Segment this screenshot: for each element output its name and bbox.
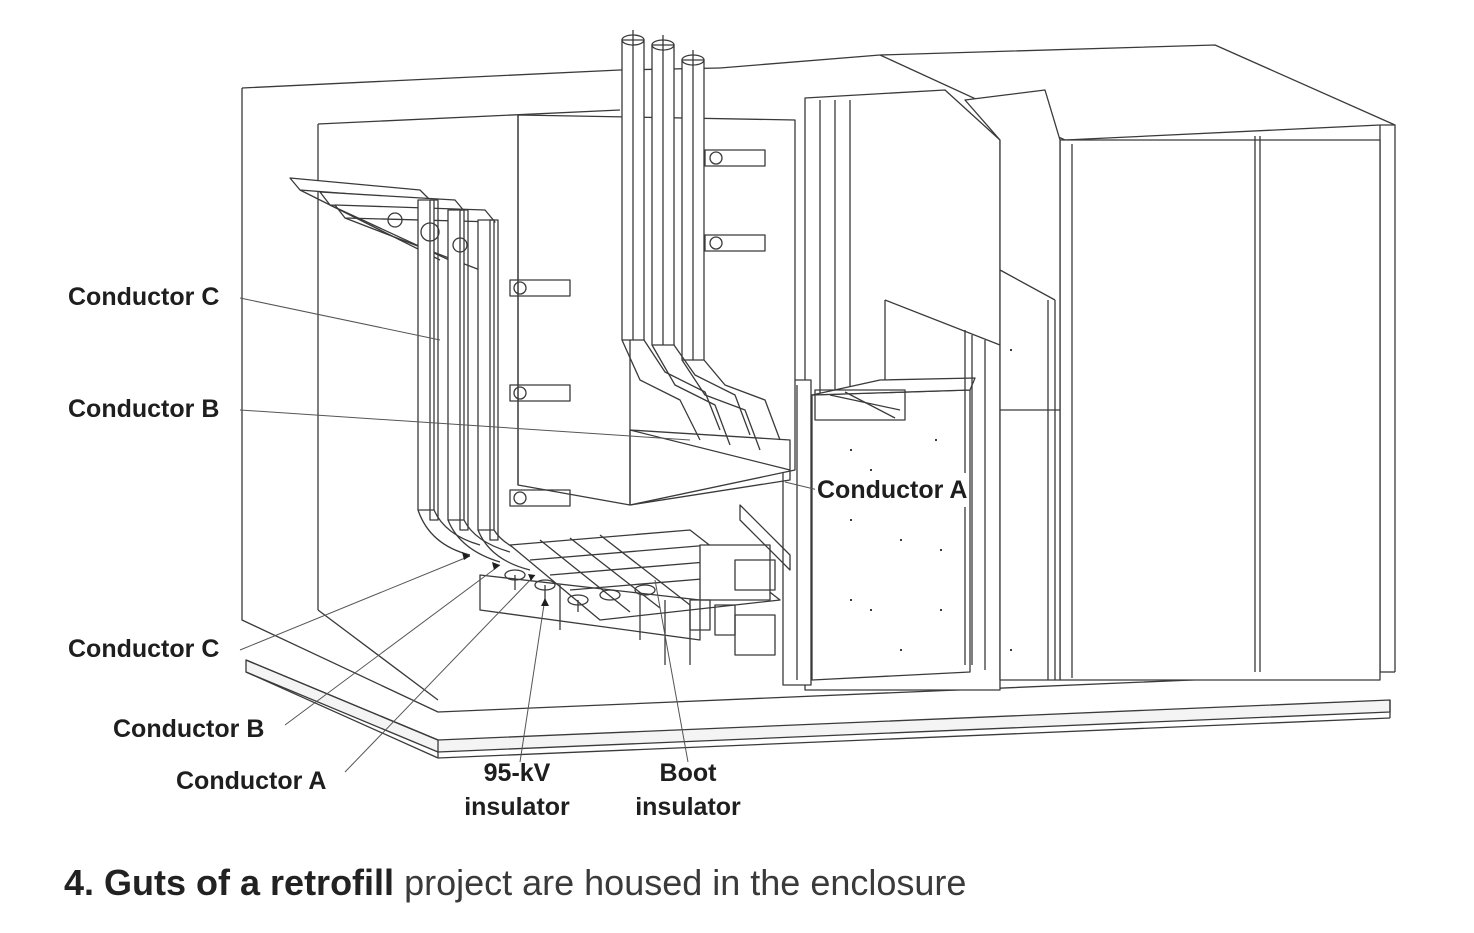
boot-insulators <box>689 504 791 636</box>
leader-conductor-c-lower <box>239 555 471 651</box>
base-plinth <box>245 659 1391 759</box>
caption-bold: 4. Guts of a retrofill <box>64 862 395 903</box>
leader-conductor-b-lower <box>284 564 501 726</box>
arrowhead-a <box>528 574 535 581</box>
label-conductor-b-upper: Conductor B <box>68 395 220 423</box>
leader-conductor-b-upper <box>239 409 691 441</box>
label-conductor-a-lower: Conductor A <box>176 767 327 795</box>
label-boot-insulator: Boot insulator <box>626 756 750 824</box>
label-conductor-c-lower: Conductor C <box>68 635 220 663</box>
label-95kv-insulator: 95-kV insulator <box>456 756 578 824</box>
upper-brackets <box>509 149 766 507</box>
caption-normal: project are housed in the enclosure <box>404 862 967 903</box>
figure-caption: 4. Guts of a retrofill project are house… <box>64 858 966 908</box>
left-bus-runs <box>289 177 541 571</box>
label-conductor-c-upper: Conductor C <box>68 283 220 311</box>
arrowhead-b <box>492 562 500 570</box>
vertical-bus-pipes <box>621 30 781 451</box>
leader-boot-insulator <box>654 579 689 763</box>
label-95kv-insulator-line2: insulator <box>464 793 570 821</box>
panel-dots <box>850 349 1012 651</box>
label-conductor-a-right: Conductor A <box>815 473 970 507</box>
label-boot-insulator-line2: insulator <box>635 793 741 821</box>
switchgear-box <box>811 299 1001 681</box>
label-95kv-insulator-line1: 95-kV <box>483 759 551 787</box>
leader-conductor-a-lower <box>344 574 536 773</box>
arrowhead-c <box>462 552 470 560</box>
label-conductor-b-lower: Conductor B <box>113 715 265 743</box>
label-boot-insulator-line1: Boot <box>659 759 717 787</box>
leader-95kv-insulator <box>519 597 546 763</box>
standoff-insulators <box>504 569 656 612</box>
arrowhead-95kv <box>541 598 549 606</box>
lower-bus-grid <box>479 529 781 665</box>
right-cabinet <box>1059 136 1381 681</box>
leader-conductor-c-upper <box>239 297 441 341</box>
leader-conductor-a-right <box>784 481 819 491</box>
